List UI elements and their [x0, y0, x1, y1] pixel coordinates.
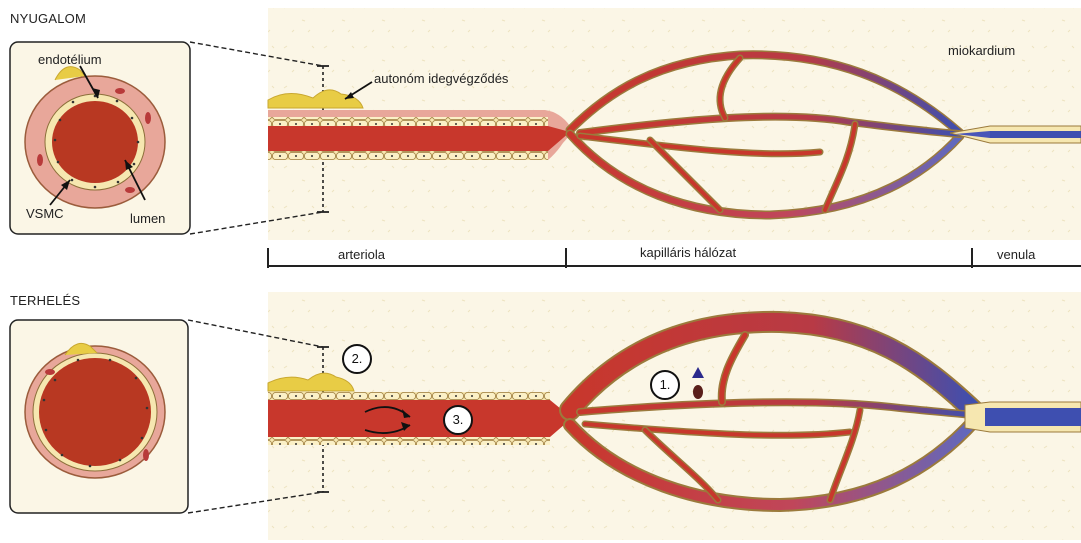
venule-segment-label: venula	[997, 247, 1035, 262]
bottom-venule	[965, 402, 1081, 432]
step-three-marker: 3.	[443, 405, 473, 435]
metabolite-hexagon	[693, 385, 703, 399]
vsmc-label: VSMC	[26, 206, 64, 221]
myocardium-label: miokardium	[948, 43, 1015, 58]
endothelium-label: endotélium	[38, 52, 102, 67]
step-two-marker: 2.	[342, 344, 372, 374]
nerve-ending-label: autonóm idegvégződés	[374, 71, 508, 86]
load-panel-title: TERHELÉS	[10, 293, 80, 308]
top-panel	[10, 8, 1081, 268]
arteriole-segment-label: arteriola	[338, 247, 385, 262]
lumen-label: lumen	[130, 211, 165, 226]
capillary-segment-label: kapilláris hálózat	[640, 245, 736, 260]
step-one-marker: 1.	[650, 370, 680, 400]
rest-panel-title: NYUGALOM	[10, 11, 86, 26]
bottom-panel	[10, 292, 1081, 540]
